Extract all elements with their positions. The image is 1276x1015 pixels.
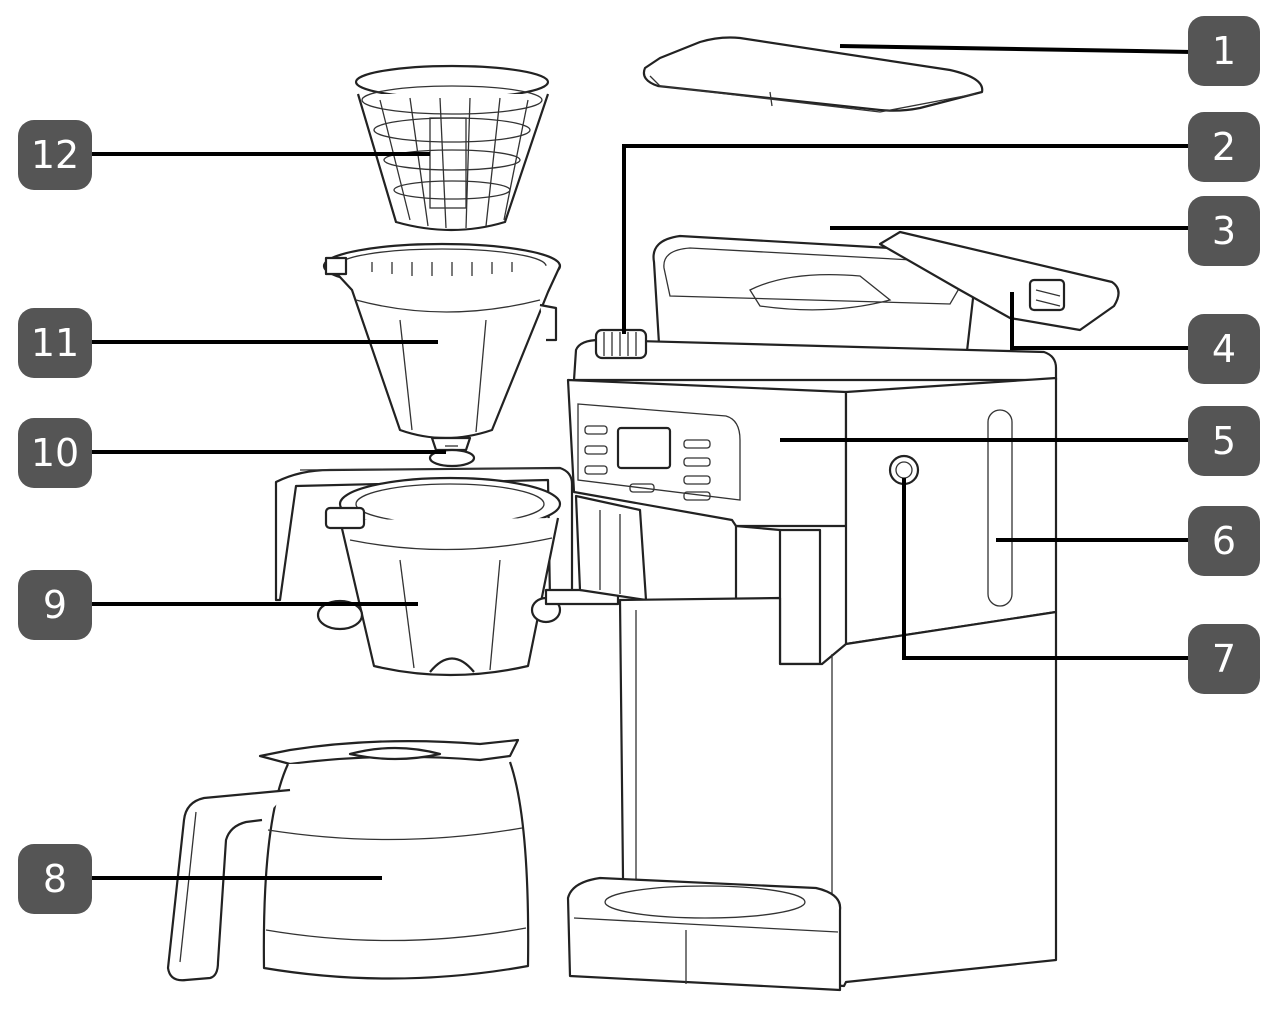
svg-text:6: 6 <box>1212 519 1236 563</box>
svg-text:3: 3 <box>1212 209 1236 253</box>
callout-badge-8: 8 <box>18 844 92 914</box>
svg-text:5: 5 <box>1212 419 1236 463</box>
grind-knob-ridges <box>603 332 637 356</box>
leader-line-4 <box>1010 292 1192 350</box>
callout-badge-6: 6 <box>1188 506 1260 576</box>
coffee-maker-body <box>566 230 1120 992</box>
leader-line-7 <box>902 478 1192 660</box>
lid-part <box>642 36 984 113</box>
carafe-part <box>166 738 530 982</box>
leader-lines <box>92 44 1193 880</box>
svg-text:9: 9 <box>43 583 67 627</box>
callout-badge-3: 3 <box>1188 196 1260 266</box>
callout-badge-10: 10 <box>18 418 92 488</box>
callout-badges: 1 2 3 4 5 6 7 8 <box>18 16 1260 914</box>
filter-holder-ribs <box>371 262 513 276</box>
control-panel-buttons <box>584 425 711 501</box>
svg-text:12: 12 <box>31 133 79 177</box>
svg-text:10: 10 <box>31 431 79 475</box>
svg-text:1: 1 <box>1212 29 1236 73</box>
leader-line-2 <box>622 144 1192 334</box>
svg-text:4: 4 <box>1212 327 1236 371</box>
svg-text:8: 8 <box>43 857 67 901</box>
callout-badge-1: 1 <box>1188 16 1260 86</box>
callout-badge-5: 5 <box>1188 406 1260 476</box>
callout-badge-12: 12 <box>18 120 92 190</box>
filter-holder-part <box>322 242 562 440</box>
callout-badge-11: 11 <box>18 308 92 378</box>
svg-text:2: 2 <box>1212 125 1236 169</box>
callout-badge-9: 9 <box>18 570 92 640</box>
callout-badge-4: 4 <box>1188 314 1260 384</box>
leader-line-1 <box>839 44 1193 54</box>
filter-basket-part <box>354 64 550 232</box>
svg-text:7: 7 <box>1212 637 1236 681</box>
grinder-basket-part <box>274 466 620 677</box>
callout-badge-2: 2 <box>1188 112 1260 182</box>
callout-badge-7: 7 <box>1188 624 1260 694</box>
svg-text:11: 11 <box>31 321 79 365</box>
